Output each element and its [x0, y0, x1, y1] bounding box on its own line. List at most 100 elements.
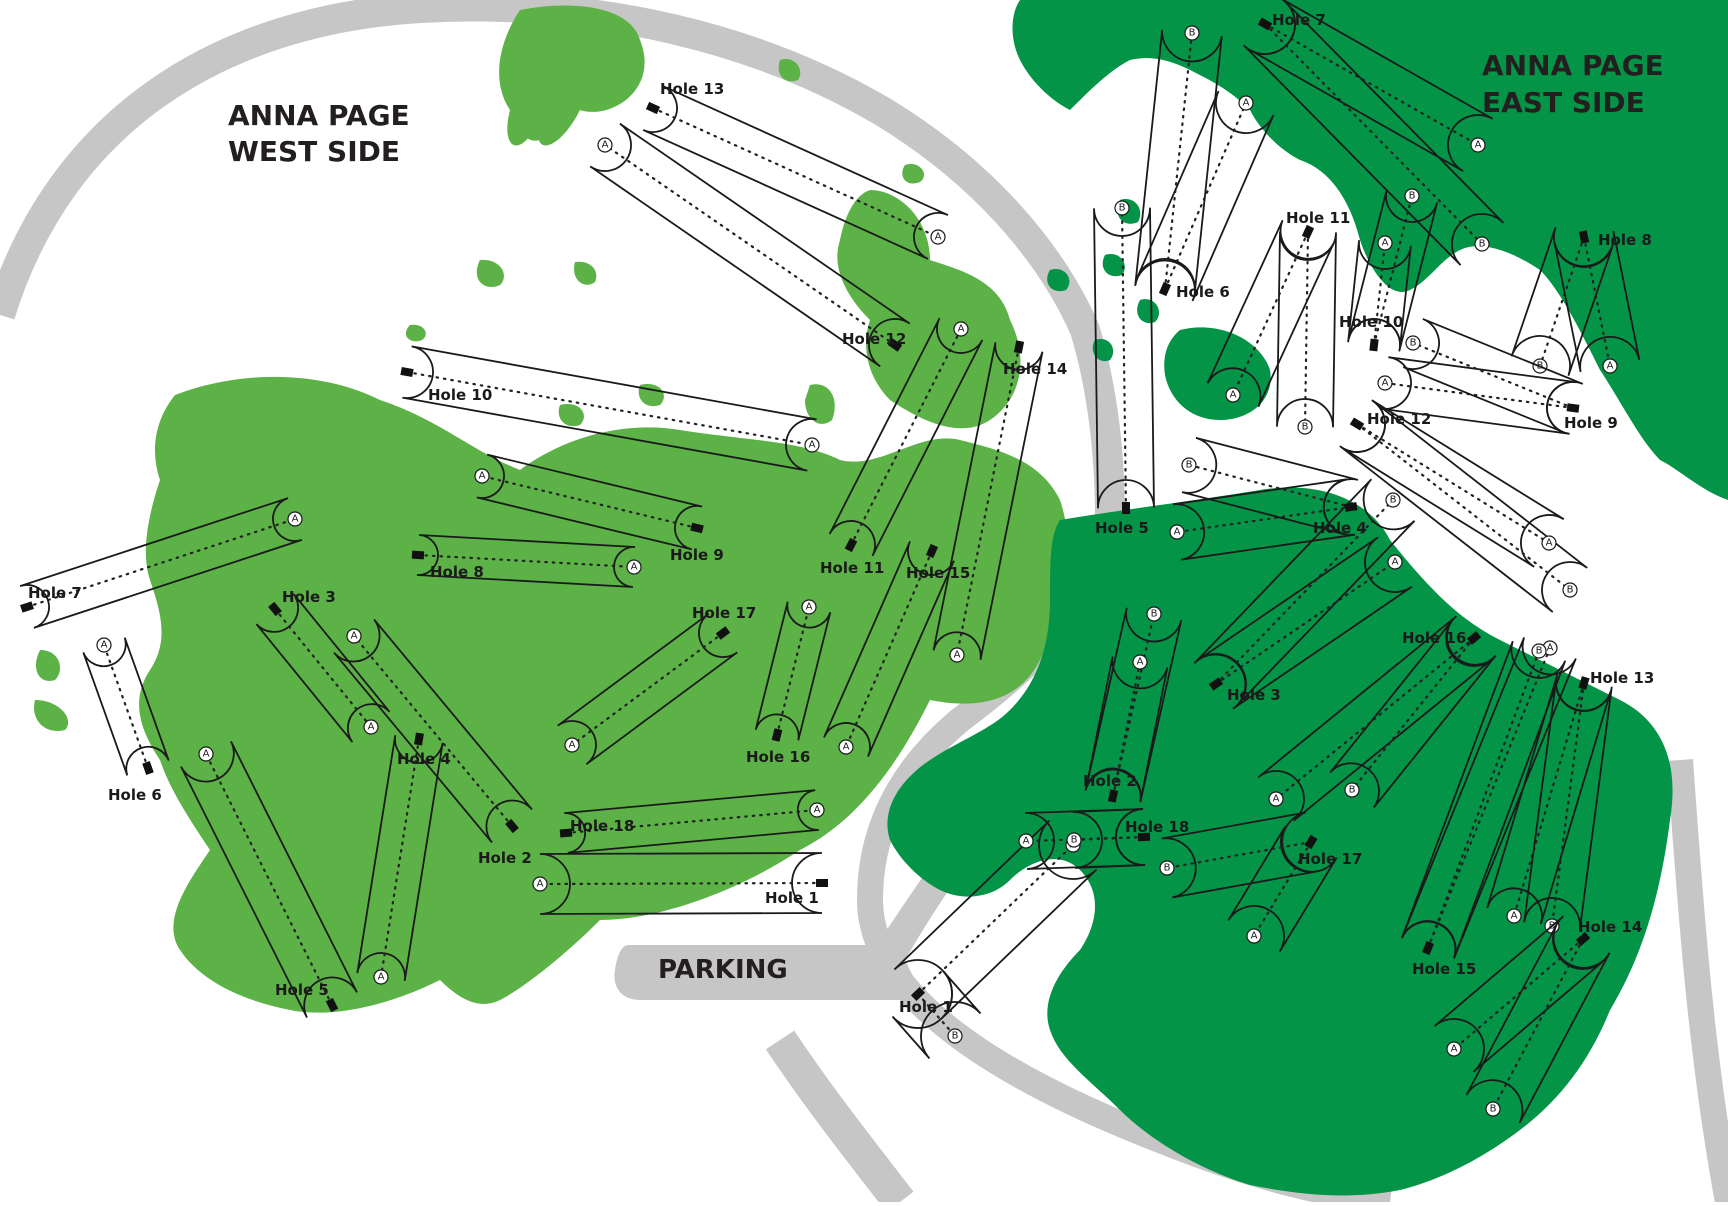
east-hole-8-fairway-outline — [1510, 227, 1614, 376]
basket-icon — [1158, 281, 1172, 297]
east-hole-10-flight-path — [1372, 241, 1387, 347]
basket-icon — [400, 367, 414, 377]
tee-b-icon — [1181, 457, 1197, 473]
east-hole-11-flight-path — [1231, 230, 1310, 397]
tee-b-label: B — [1536, 646, 1543, 657]
south-road — [765, 1030, 914, 1206]
east-title-line-2: EAST SIDE — [1482, 86, 1645, 119]
tee-b-label: B — [1186, 460, 1193, 471]
tee-a-label: A — [378, 972, 385, 983]
basket-icon — [1257, 17, 1273, 31]
tee-b-icon — [1405, 335, 1421, 351]
basket-icon — [1575, 932, 1591, 946]
tee-a-icon — [1018, 833, 1034, 849]
west-hole-14-label: Hole 14 — [1003, 360, 1067, 378]
tee-a-label: A — [203, 749, 210, 760]
west-hole-9-flight-path — [480, 474, 699, 530]
tee-a-label: A — [101, 640, 108, 651]
west-hole-4-label: Hole 4 — [397, 750, 451, 768]
east-hole-5-flight-path — [1120, 206, 1128, 510]
basket-icon — [1304, 834, 1318, 850]
tee-a-label: A — [602, 140, 609, 151]
east-hole-13-flight-path — [1550, 681, 1586, 928]
basket-icon — [844, 537, 858, 553]
west-hole-14[interactable]: A Hole 14 — [932, 340, 1068, 663]
east-hole-12-flight-path — [1355, 422, 1572, 592]
tee-a-icon — [363, 719, 379, 735]
east-hole-16-fairway-outline — [1257, 615, 1493, 822]
tee-a-icon — [1268, 791, 1284, 807]
west-hole-3-fairway-outline — [255, 593, 391, 743]
west-hole-13-flight-path — [651, 106, 940, 239]
east-hole-18-fairway-outline — [1072, 808, 1146, 869]
east-hole-12-flight-path — [1355, 422, 1551, 545]
east-hole-14-flight-path — [1491, 937, 1585, 1111]
east-hole-6-fairway-outline — [1134, 29, 1223, 293]
west-hole-11-label: Hole 11 — [820, 559, 884, 577]
basket-icon — [1344, 502, 1358, 512]
west-hole-6-flight-path — [102, 643, 150, 770]
east-hole-4-flight-path — [1175, 505, 1353, 534]
tee-a-label: A — [1273, 794, 1280, 805]
tee-a-label: A — [1174, 527, 1181, 538]
tee-a-label: A — [368, 722, 375, 733]
basket-icon — [910, 986, 926, 1002]
tee-a-label: A — [1392, 557, 1399, 568]
tee-a-label: A — [479, 471, 486, 482]
basket-icon — [411, 550, 425, 560]
west-hole-7-label: Hole 7 — [28, 584, 82, 602]
tee-a-label: A — [631, 562, 638, 573]
east-hole-2-label: Hole 2 — [1083, 772, 1137, 790]
tee-a-icon — [1602, 358, 1618, 374]
tee-a-label: A — [351, 631, 358, 642]
east-hole-15-label: Hole 15 — [1412, 960, 1476, 978]
east-hole-8-flight-path — [1538, 235, 1586, 368]
tee-b-icon — [1385, 492, 1401, 508]
west-hole-4[interactable]: A Hole 4 — [356, 732, 451, 985]
west-hole-7-flight-path — [25, 517, 297, 609]
west-hole-15-fairway-outline — [823, 541, 955, 757]
east-hole-16-label: Hole 16 — [1402, 629, 1466, 647]
tee-b-icon — [1562, 582, 1578, 598]
east-hole-11-fairway-outline — [1276, 231, 1337, 428]
basket-icon — [142, 761, 154, 775]
east-hole-4-fairway-outline — [1181, 437, 1359, 535]
tee-a-label: A — [1382, 238, 1389, 249]
tee-a-label: A — [954, 650, 961, 661]
east-hole-2-fairway-outline — [1084, 656, 1169, 802]
tee-a-icon — [838, 739, 854, 755]
basket-icon — [925, 543, 939, 559]
